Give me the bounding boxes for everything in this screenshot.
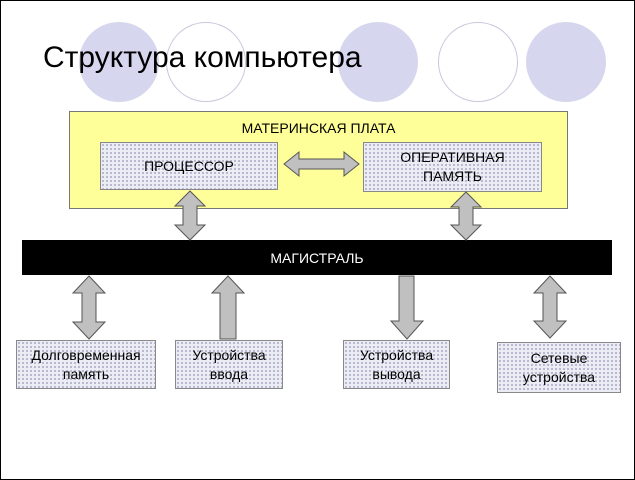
decor-circle-5	[526, 22, 606, 102]
storage-bus-double-arrow	[71, 275, 107, 340]
decor-circle-4	[438, 22, 518, 102]
cpu-ram-double-arrow	[283, 150, 360, 178]
ram-bus-double-arrow	[449, 191, 483, 241]
slide-title: Структура компьютера	[43, 41, 362, 74]
decor-circle-3	[338, 22, 418, 102]
ram-box: ОПЕРАТИВНАЯ ПАМЯТЬ	[363, 142, 542, 192]
cpu-box: ПРОЦЕССОР	[100, 142, 278, 190]
network-bus-double-arrow	[532, 275, 568, 339]
output-devices-label: Устройства вывода	[359, 346, 434, 382]
decor-circle-2	[166, 22, 246, 102]
input-devices-box: Устройства ввода	[175, 340, 283, 389]
motherboard-label: МАТЕРИНСКАЯ ПЛАТА	[241, 120, 396, 136]
input-devices-label: Устройства ввода	[192, 346, 266, 382]
system-bus: МАГИСТРАЛЬ	[22, 240, 612, 275]
input-bus-arrow	[210, 275, 246, 340]
storage-box: Долговременная память	[16, 340, 156, 389]
output-devices-box: Устройства вывода	[343, 340, 450, 389]
decor-circle-1	[79, 22, 159, 102]
network-devices-box: Сетевые устройства	[497, 342, 621, 393]
cpu-label: ПРОЦЕССОР	[144, 157, 234, 174]
cpu-bus-double-arrow	[173, 190, 207, 241]
storage-label: Долговременная память	[31, 346, 141, 382]
ram-label: ОПЕРАТИВНАЯ ПАМЯТЬ	[400, 149, 505, 184]
network-devices-label: Сетевые устройства	[522, 349, 596, 385]
bus-label: МАГИСТРАЛЬ	[270, 249, 364, 266]
bus-output-arrow	[389, 275, 425, 340]
